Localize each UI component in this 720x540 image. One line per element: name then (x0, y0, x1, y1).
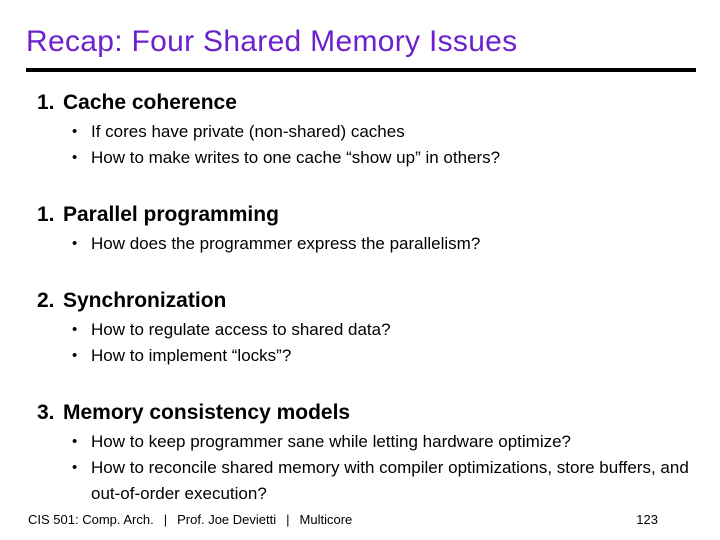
section-heading: 3. Memory consistency models (26, 401, 696, 425)
bullet-list: How does the programmer express the para… (26, 231, 696, 257)
footer-author: Prof. Joe Devietti (177, 512, 277, 527)
bullet-item: How to reconcile shared memory with comp… (72, 455, 696, 507)
section-memory-consistency-models: 3. Memory consistency models How to keep… (26, 401, 696, 507)
section-number: 1. (37, 203, 55, 226)
section-number: 2. (37, 289, 55, 312)
section-heading: 1. Parallel programming (26, 203, 696, 227)
section-cache-coherence: 1. Cache coherence If cores have private… (26, 91, 696, 171)
bullet-item: How to regulate access to shared data? (72, 317, 696, 343)
section-synchronization: 2. Synchronization How to regulate acces… (26, 289, 696, 369)
title-underline-rule (26, 68, 696, 72)
section-heading-text: Parallel programming (63, 203, 279, 226)
footer-topic: Multicore (299, 512, 353, 527)
footer-course: CIS 501: Comp. Arch. (28, 512, 154, 527)
bullet-list: If cores have private (non-shared) cache… (26, 119, 696, 171)
slide-title: Recap: Four Shared Memory Issues (26, 25, 518, 58)
section-parallel-programming: 1. Parallel programming How does the pro… (26, 203, 696, 257)
section-number: 3. (37, 401, 55, 424)
section-heading-text: Cache coherence (63, 91, 237, 114)
footer-separator: | (286, 512, 290, 527)
section-heading: 1. Cache coherence (26, 91, 696, 115)
section-number: 1. (37, 91, 55, 114)
bullet-item: How does the programmer express the para… (72, 231, 696, 257)
bullet-item: How to implement “locks”? (72, 343, 696, 369)
section-heading-text: Synchronization (63, 289, 227, 312)
section-heading: 2. Synchronization (26, 289, 696, 313)
page-number: 123 (636, 512, 658, 527)
bullet-item: How to make writes to one cache “show up… (72, 145, 696, 171)
footer-separator: | (163, 512, 168, 527)
bullet-list: How to regulate access to shared data? H… (26, 317, 696, 369)
bullet-item: How to keep programmer sane while lettin… (72, 429, 696, 455)
section-heading-text: Memory consistency models (63, 401, 351, 424)
footer: CIS 501: Comp. Arch. | Prof. Joe Deviett… (28, 512, 696, 528)
bullet-item: If cores have private (non-shared) cache… (72, 119, 696, 145)
slide-content: Recap: Four Shared Memory Issues 1. Cach… (0, 0, 720, 507)
bullet-list: How to keep programmer sane while lettin… (26, 429, 696, 507)
